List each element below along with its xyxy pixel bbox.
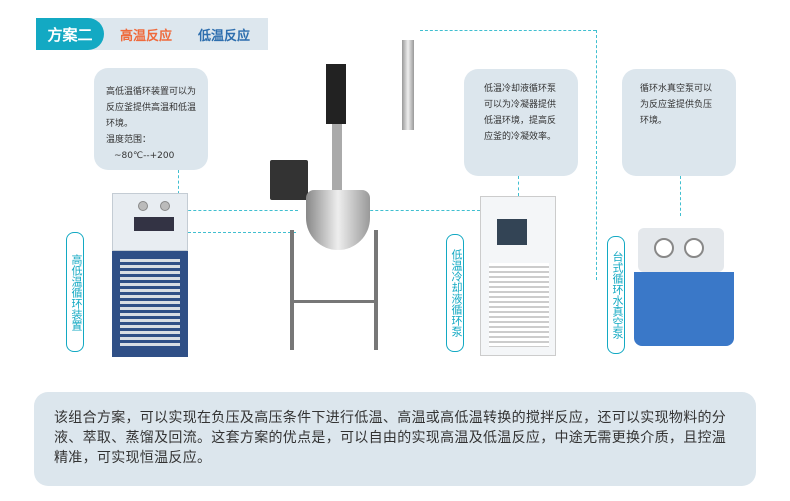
note-chiller-heater: 高低温循环装置可以为反应釜提供高温和低温环境。 温度范围： ~80℃--+200 — [94, 68, 208, 170]
tab-high-temp[interactable]: 高温反应 — [120, 29, 173, 44]
scheme-badge: 方案二 — [36, 18, 104, 50]
label-cooling-pump: 低温冷却液循环泵 — [446, 234, 464, 352]
vacuum-pump-device — [634, 228, 738, 348]
cooling-pump-device — [480, 196, 556, 356]
note-cooling-pump: 低温冷却液循环泵可以为冷凝器提供低温环境，提高反应釜的冷凝效率。 — [464, 69, 578, 176]
range-value: ~80℃--+200 — [114, 151, 175, 161]
note-vacuum-pump: 循环水真空泵可以为反应釜提供负压环境。 — [622, 69, 736, 176]
scheme-header: 方案二 高温反应 低温反应 — [36, 18, 268, 50]
range-label: 温度范围： — [106, 135, 152, 145]
connector — [420, 30, 596, 31]
label-vacuum-pump: 台式循环水真空泵 — [607, 236, 625, 354]
label-chiller-heater: 高低温循环装置 — [66, 232, 84, 352]
connector — [680, 176, 681, 216]
connector — [178, 170, 179, 210]
note-text: 低温冷却液循环泵可以为冷凝器提供低温环境，提高反应釜的冷凝效率。 — [484, 84, 557, 142]
summary-text: 该组合方案，可以实现在负压及高压条件下进行低温、高温或高低温转换的搅拌反应，还可… — [34, 392, 756, 486]
tab-low-temp[interactable]: 低温反应 — [198, 29, 251, 44]
connector — [178, 210, 298, 211]
reactor-device — [270, 40, 420, 360]
chiller-heater-device — [112, 193, 188, 363]
note-text: 循环水真空泵可以为反应釜提供负压环境。 — [640, 84, 713, 126]
note-text: 高低温循环装置可以为反应釜提供高温和低温环境。 — [106, 87, 197, 129]
connector — [518, 176, 519, 196]
connector — [360, 210, 480, 211]
connector — [188, 232, 296, 233]
connector — [596, 30, 597, 280]
